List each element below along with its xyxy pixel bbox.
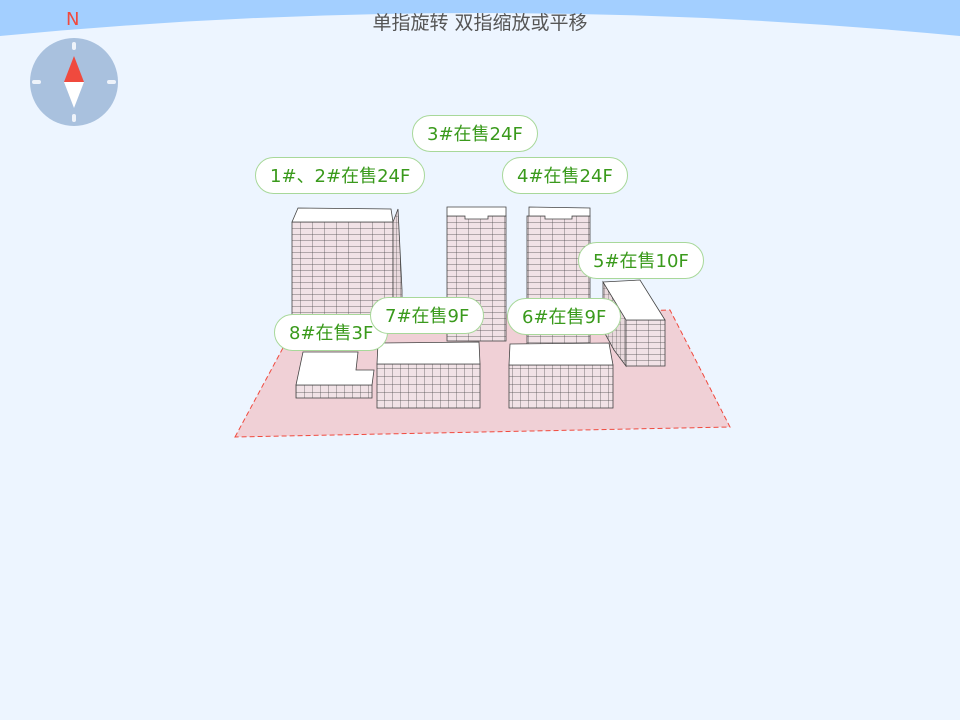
building-tag-5[interactable]: 5#在售10F bbox=[578, 242, 704, 279]
compass-needle-north bbox=[64, 56, 84, 82]
gesture-hint: 单指旋转 双指缩放或平移 bbox=[372, 12, 588, 34]
compass[interactable] bbox=[30, 38, 118, 126]
building-tag-6[interactable]: 6#在售9F bbox=[507, 298, 622, 335]
compass-needle-south bbox=[64, 82, 84, 108]
building-tag-8[interactable]: 8#在售3F bbox=[274, 314, 389, 351]
building-6[interactable] bbox=[508, 342, 614, 409]
building-8[interactable] bbox=[295, 351, 375, 399]
building-tag-7[interactable]: 7#在售9F bbox=[370, 297, 485, 334]
compass-north-label: N bbox=[66, 9, 80, 30]
building-tag-3[interactable]: 3#在售24F bbox=[412, 115, 538, 152]
building-tag-4[interactable]: 4#在售24F bbox=[502, 157, 628, 194]
header-band bbox=[0, 0, 960, 36]
building-7[interactable] bbox=[376, 341, 481, 409]
building-tag-1-2[interactable]: 1#、2#在售24F bbox=[255, 157, 426, 194]
